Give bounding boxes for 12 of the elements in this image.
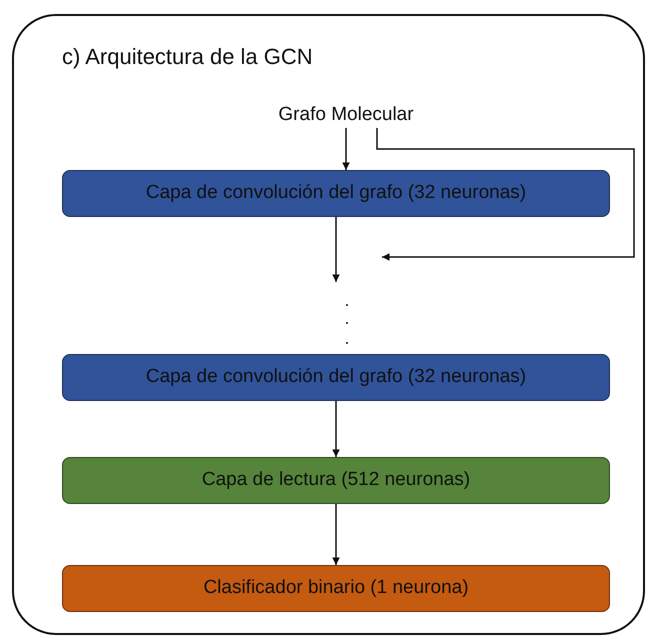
architecture-panel (12, 14, 645, 635)
arrow (342, 128, 350, 170)
arrow (376, 128, 635, 261)
layer-box: Capa de lectura (512 neuronas) (62, 457, 610, 504)
input-label: Grafo Molecular (246, 102, 446, 128)
arrow (332, 401, 340, 457)
panel-title: c) Arquitectura de la GCN (62, 43, 313, 71)
arrow (332, 504, 340, 565)
layer-box: Capa de convolución del grafo (32 neuronas) (62, 354, 610, 401)
layer-box: Clasificador binario (1 neurona) (62, 565, 610, 612)
arrow (332, 217, 340, 282)
layer-box: Capa de convolución del grafo (32 neuronas) (62, 170, 610, 217)
